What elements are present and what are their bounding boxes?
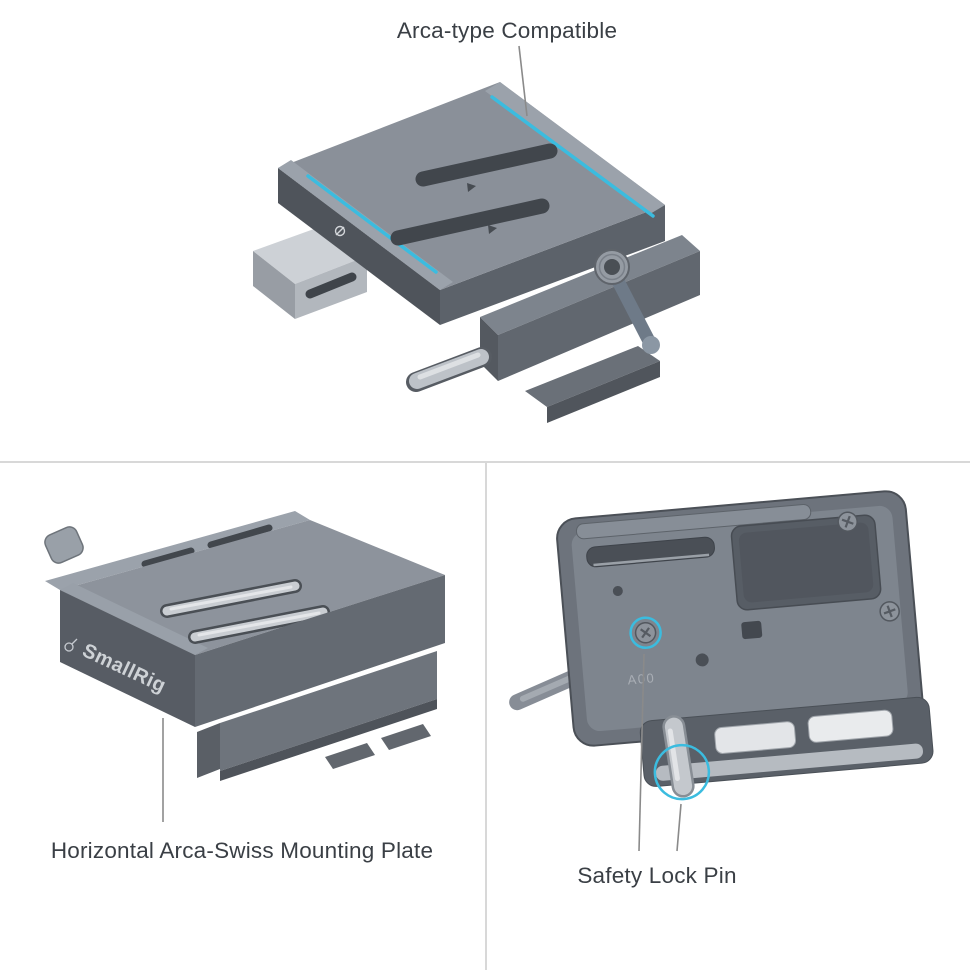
screw-icon (879, 601, 900, 622)
annotation-arca-type: Arca-type Compatible (396, 18, 618, 43)
thread-hole (695, 653, 709, 667)
mounting-slots (160, 579, 330, 644)
front-rail (60, 583, 208, 655)
clamp-jaw-slot (586, 536, 715, 568)
square-socket (741, 620, 763, 640)
view-front-left: SmallRig (44, 511, 445, 781)
back-rail (45, 511, 310, 590)
arca-edge-accent-left (306, 174, 438, 274)
clamp-base (480, 235, 700, 423)
plate-front-left-face (60, 590, 195, 727)
plate-front-right-face (195, 575, 445, 727)
view-top-down: A00 (509, 490, 934, 801)
annotation-safety-lock-pin: Safety Lock Pin (577, 863, 737, 888)
foot (381, 724, 431, 750)
view-isometric-top (253, 82, 700, 423)
screw-icon (837, 511, 858, 532)
clamp-lever (594, 249, 660, 354)
lock-pin-highlight (653, 743, 711, 801)
index-arrow-icon (467, 183, 476, 192)
arca-rails (278, 82, 665, 290)
foot (325, 743, 375, 769)
top-lip (575, 504, 812, 540)
lever-tip (44, 526, 84, 564)
clamp-base (197, 651, 437, 781)
index-arrow-icon (488, 225, 497, 234)
mounting-slots (390, 143, 558, 246)
dovetail-rail (639, 696, 934, 787)
annotation-mounting-plate: Horizontal Arca-Swiss Mounting Plate (50, 838, 434, 863)
thread-hole (612, 586, 623, 597)
arca-edge-accent-right (490, 95, 655, 218)
plate-group: A00 (509, 490, 934, 801)
engraved-symbol-icon (334, 225, 346, 237)
guide-rod (406, 347, 492, 392)
pocket-slot (305, 272, 357, 299)
lock-screw-icon (634, 621, 657, 644)
lock-screw-highlight (629, 616, 662, 649)
engraved-symbol-icon (64, 638, 78, 652)
engraving-text: A00 (627, 670, 656, 687)
safety-lock-pin (662, 715, 695, 798)
divider-vertical (485, 461, 487, 970)
